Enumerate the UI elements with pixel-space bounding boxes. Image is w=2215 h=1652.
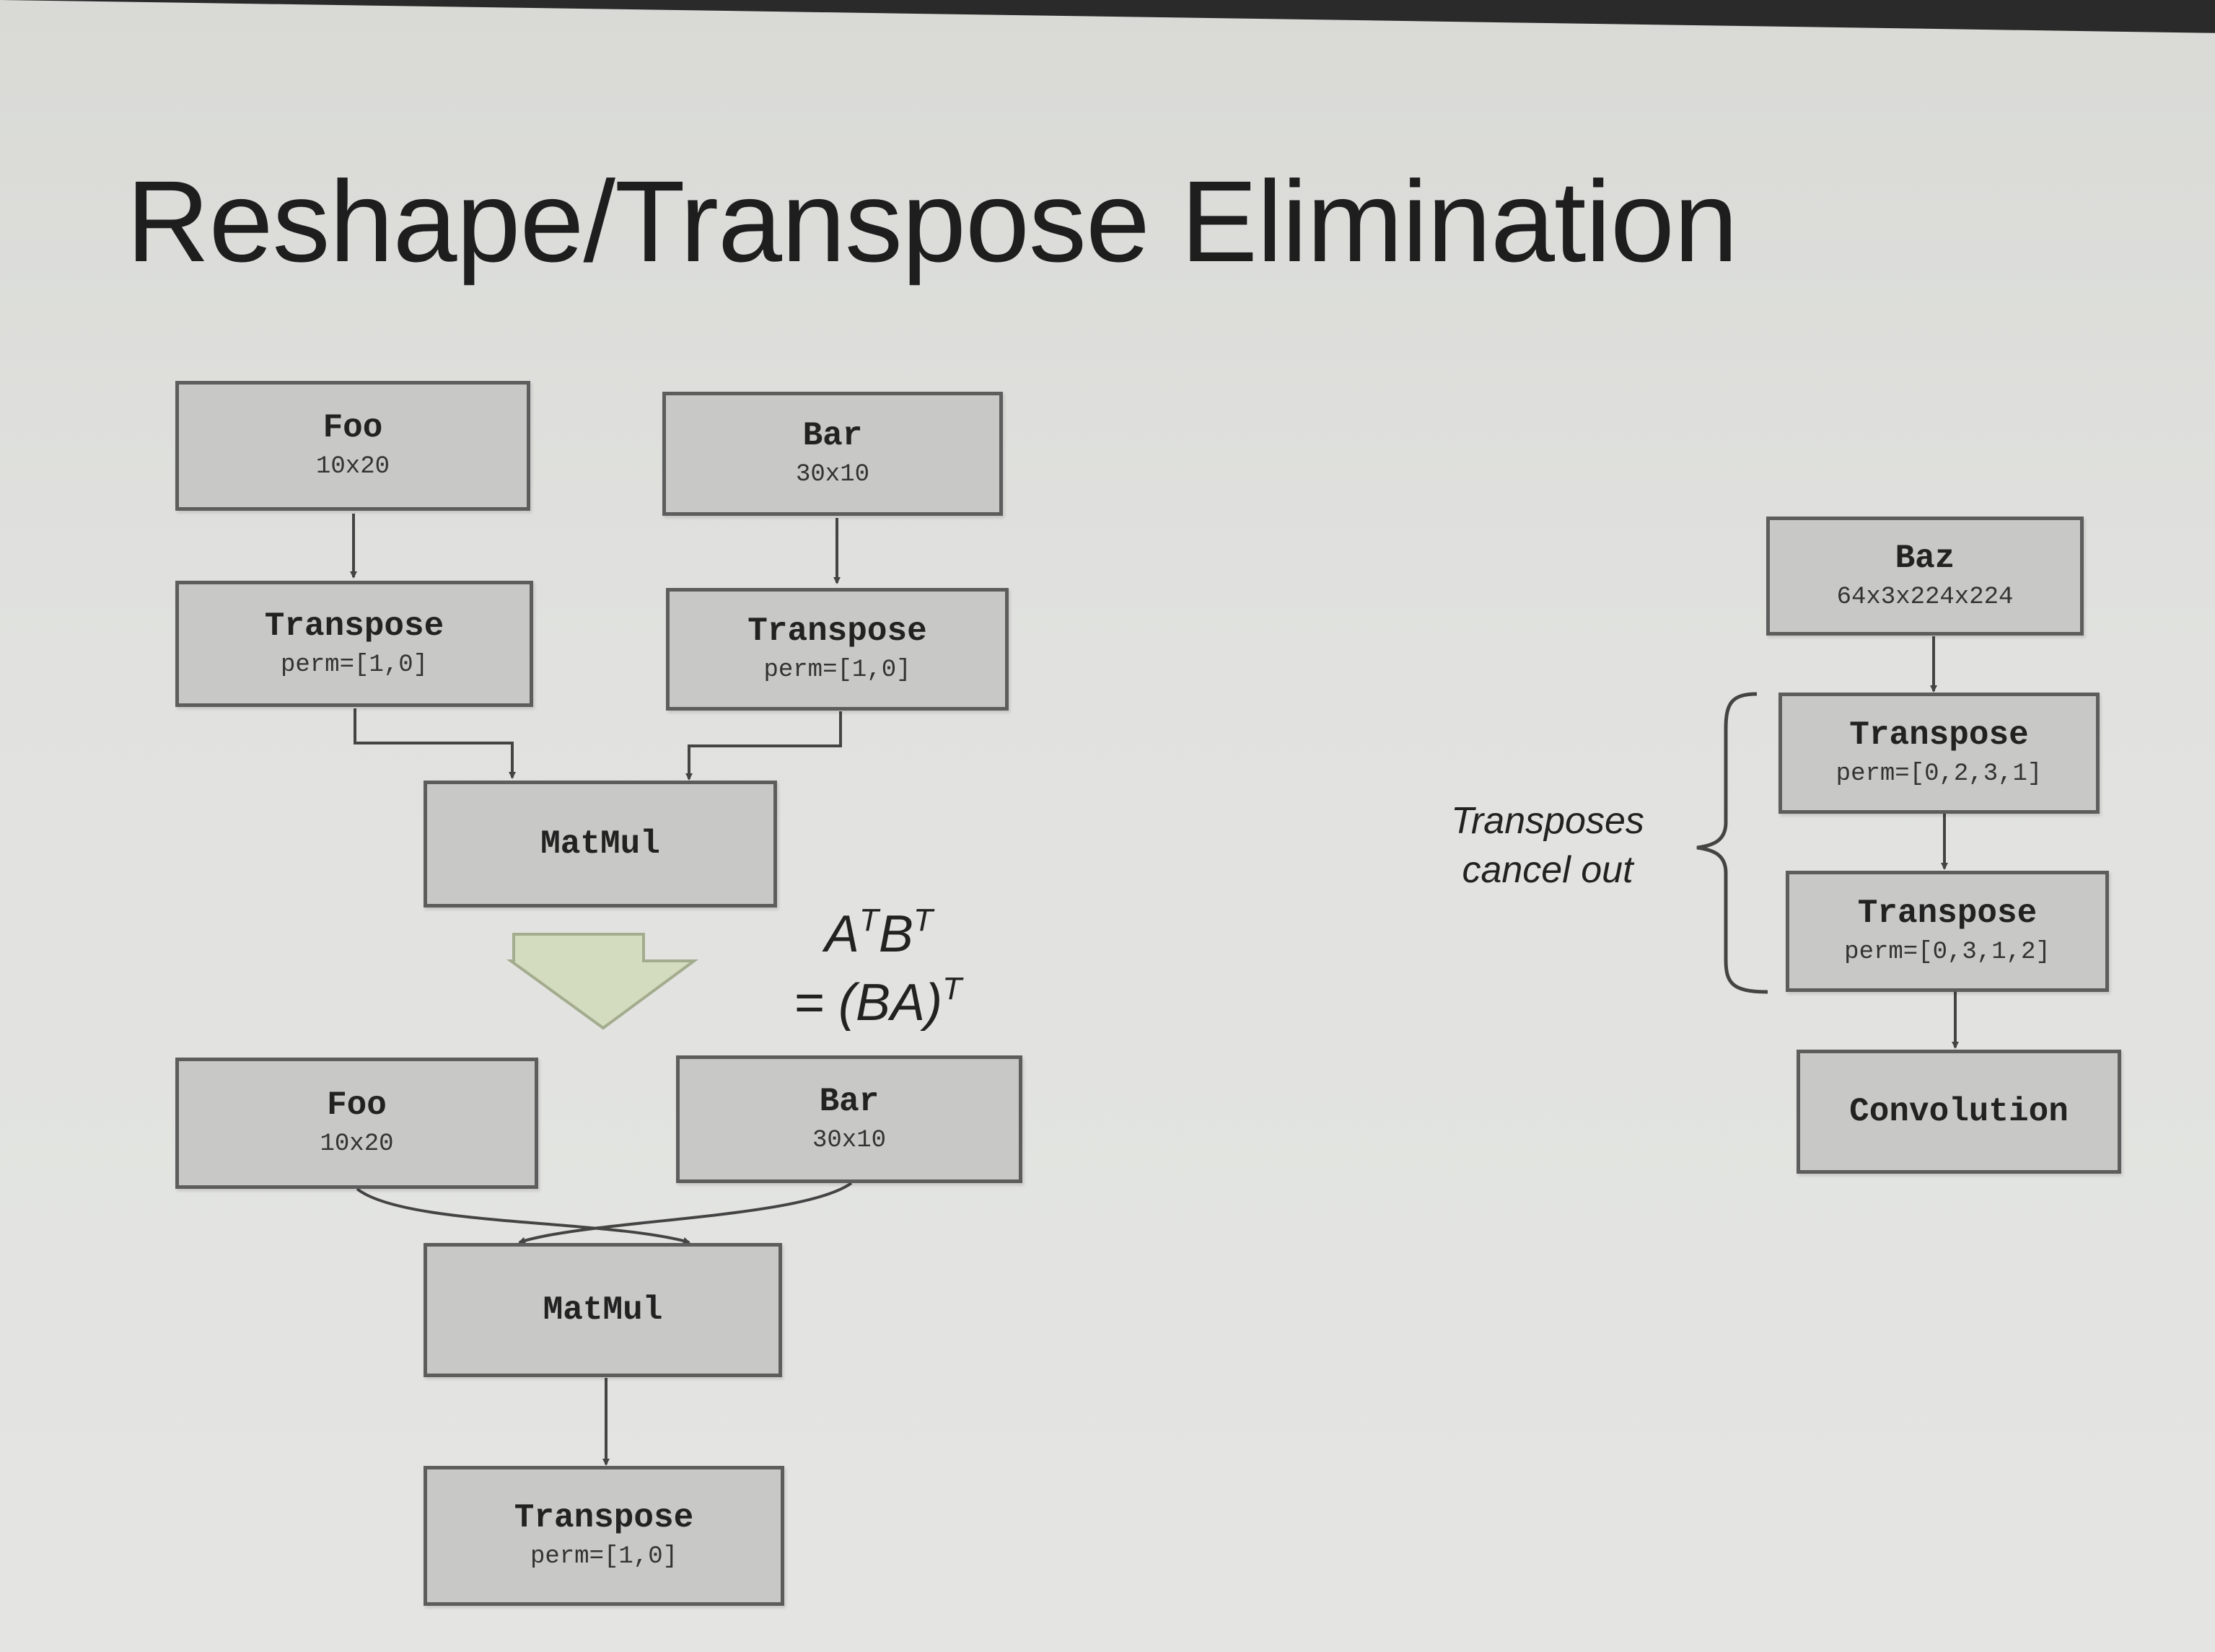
- slide-title: Reshape/Transpose Elimination: [126, 157, 1738, 286]
- node-name: Bar: [802, 417, 863, 455]
- node-detail: 64x3x224x224: [1836, 583, 2014, 611]
- node-name: MatMul: [543, 1291, 663, 1329]
- edge-bar-matmul-cross: [518, 1182, 853, 1244]
- node-transpose-b-before: Transpose perm=[1,0]: [666, 588, 1009, 711]
- node-foo-before: Foo 10x20: [175, 381, 530, 511]
- cancel-note: Transposes cancel out: [1451, 800, 1644, 891]
- node-bar-before: Bar 30x10: [662, 392, 1003, 516]
- node-detail: 10x20: [320, 1130, 394, 1159]
- formula-line-1: ATBT: [825, 902, 933, 963]
- node-foo-after: Foo 10x20: [175, 1058, 538, 1189]
- node-transpose-a-before: Transpose perm=[1,0]: [175, 581, 533, 707]
- formula-line-2: = (BA)T: [794, 971, 962, 1032]
- node-name: MatMul: [540, 825, 660, 863]
- brace-icon: [1696, 692, 1768, 994]
- edge-transpose-a-matmul: [354, 708, 516, 779]
- node-name: Bar: [819, 1082, 880, 1120]
- node-name: Convolution: [1849, 1092, 2069, 1130]
- node-name: Foo: [323, 409, 383, 447]
- node-name: Foo: [327, 1086, 387, 1125]
- node-matmul-after: MatMul: [424, 1243, 782, 1377]
- edge-transpose-b-matmul: [685, 711, 842, 781]
- node-name: Transpose: [1857, 895, 2038, 933]
- node-name: Baz: [1895, 539, 1955, 577]
- node-name: Transpose: [514, 1499, 694, 1537]
- node-name: Transpose: [264, 607, 444, 645]
- node-bar-after: Bar 30x10: [676, 1055, 1022, 1183]
- node-detail: perm=[0,2,3,1]: [1835, 760, 2043, 788]
- node-name: Transpose: [1849, 716, 2029, 755]
- node-detail: perm=[0,3,1,2]: [1844, 939, 2050, 967]
- transform-down-arrow-icon: [506, 933, 699, 1030]
- node-detail: perm=[1,0]: [763, 656, 911, 685]
- node-detail: 10x20: [315, 453, 390, 481]
- node-detail: 30x10: [795, 461, 870, 489]
- edge-foo-matmul-cross: [356, 1187, 690, 1244]
- node-name: Transpose: [747, 612, 927, 651]
- node-convolution: Convolution: [1797, 1050, 2121, 1174]
- node-baz: Baz 64x3x224x224: [1766, 517, 2084, 636]
- node-detail: perm=[1,0]: [280, 651, 429, 679]
- node-transpose-after: Transpose perm=[1,0]: [424, 1466, 784, 1606]
- node-matmul-before: MatMul: [424, 781, 777, 908]
- node-detail: perm=[1,0]: [530, 1543, 678, 1571]
- node-detail: 30x10: [812, 1126, 887, 1154]
- node-transpose-1: Transpose perm=[0,2,3,1]: [1778, 693, 2100, 814]
- node-transpose-2: Transpose perm=[0,3,1,2]: [1786, 871, 2109, 992]
